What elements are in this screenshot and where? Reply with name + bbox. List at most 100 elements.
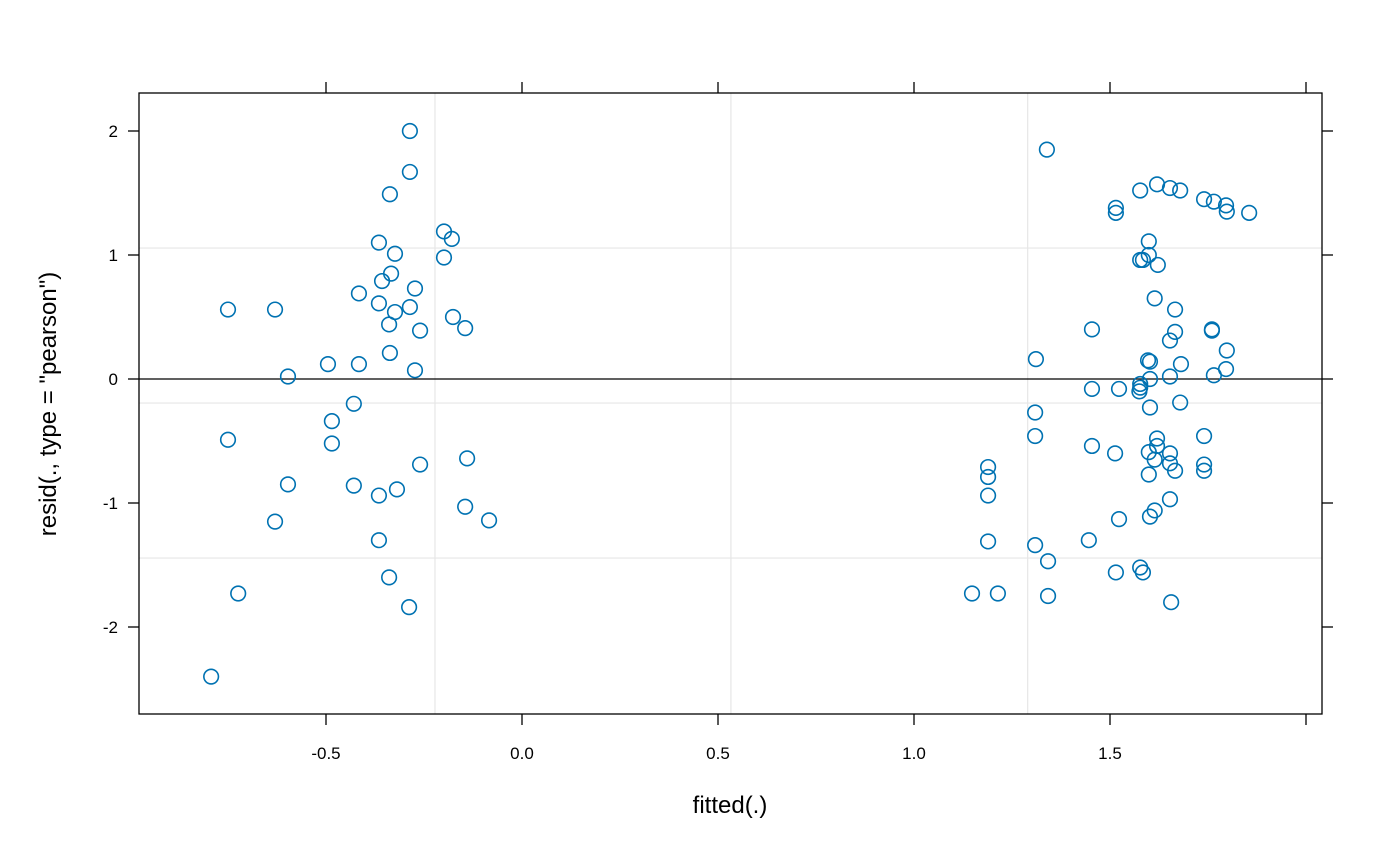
data-point: [1172, 356, 1190, 373]
data-point: [1141, 508, 1159, 525]
y-tick-label: -2: [103, 618, 118, 637]
plot-frame: [138, 92, 1323, 715]
data-point: [1027, 537, 1044, 554]
data-point: [1132, 182, 1149, 199]
data-point: [443, 230, 460, 247]
data-point: [411, 456, 429, 473]
data-point: [1141, 370, 1159, 388]
data-point: [459, 450, 476, 467]
data-point: [1141, 399, 1159, 416]
data-point: [1106, 445, 1124, 462]
data-point: [381, 316, 398, 333]
data-point: [370, 234, 388, 251]
data-point: [1241, 204, 1258, 221]
data-point: [457, 498, 474, 515]
data-point: [1161, 491, 1179, 508]
data-point: [345, 395, 362, 412]
data-point: [1027, 404, 1044, 421]
data-point: [323, 435, 340, 452]
data-point: [1217, 197, 1235, 214]
data-point: [388, 481, 406, 498]
data-point: [1146, 290, 1163, 307]
x-tick-label: -0.5: [311, 744, 340, 763]
data-point: [386, 245, 404, 262]
data-points: [203, 122, 1258, 685]
data-point: [401, 298, 418, 316]
data-point: [1203, 321, 1221, 338]
data-point: [1195, 462, 1213, 479]
data-point: [1161, 179, 1179, 197]
data-point: [1140, 466, 1157, 483]
data-point: [1148, 430, 1166, 447]
data-point: [435, 249, 453, 266]
data-point: [1161, 445, 1179, 462]
data-point: [1107, 204, 1124, 221]
data-point: [401, 599, 418, 616]
data-point: [1203, 322, 1221, 339]
data-point: [373, 272, 391, 290]
data-point: [279, 476, 297, 493]
data-point: [1083, 321, 1101, 338]
data-point: [1038, 141, 1055, 158]
y-tick-label: 0: [109, 370, 118, 389]
data-point: [381, 344, 398, 362]
data-point: [323, 413, 340, 430]
y-tick-label: -1: [103, 494, 118, 513]
data-point: [406, 280, 424, 297]
y-tick-label: 2: [109, 122, 118, 141]
data-point: [1080, 532, 1097, 549]
data-point: [1132, 375, 1149, 393]
data-point: [979, 487, 997, 504]
y-tick-label: 1: [109, 246, 118, 265]
y-axis-title: resid(., type = "pearson"): [35, 272, 62, 537]
data-point: [1166, 462, 1184, 479]
data-point: [370, 487, 388, 504]
data-point: [381, 186, 398, 203]
data-point: [1110, 380, 1128, 398]
data-point: [401, 163, 418, 181]
x-axis-title: fitted(.): [693, 792, 768, 819]
data-point: [1107, 564, 1124, 581]
data-point: [411, 322, 429, 339]
data-point: [1110, 511, 1128, 528]
data-point: [1140, 246, 1157, 264]
data-point: [989, 585, 1006, 602]
data-point: [1134, 251, 1152, 269]
data-point: [1161, 368, 1179, 385]
data-point: [1083, 380, 1101, 398]
data-point: [350, 285, 368, 302]
data-point: [979, 533, 997, 550]
data-point: [219, 301, 237, 318]
data-point: [480, 512, 498, 529]
data-point: [279, 368, 297, 385]
data-point: [401, 122, 418, 140]
data-point: [203, 668, 220, 685]
data-point: [1146, 451, 1163, 468]
data-point: [1140, 233, 1157, 250]
data-point: [1205, 367, 1222, 384]
data-point: [350, 356, 368, 373]
data-point: [1166, 301, 1184, 318]
grid-lines: [139, 93, 1322, 714]
data-point: [1131, 383, 1148, 400]
data-point: [219, 431, 237, 448]
data-point: [1163, 594, 1180, 611]
data-point: [1107, 199, 1124, 216]
data-point: [1083, 437, 1101, 455]
data-point: [979, 458, 997, 476]
x-tick-label: 0.0: [510, 744, 534, 763]
x-tick-label: 0.5: [706, 744, 730, 763]
data-point: [979, 468, 997, 486]
data-point: [370, 295, 388, 312]
data-point: [1141, 353, 1159, 370]
data-point: [1139, 352, 1157, 369]
data-point: [1134, 564, 1152, 581]
data-point: [406, 362, 424, 379]
data-point: [266, 513, 284, 530]
data-point: [319, 356, 337, 373]
data-point: [1149, 256, 1166, 274]
data-point: [1039, 587, 1057, 605]
data-point: [1161, 332, 1179, 349]
